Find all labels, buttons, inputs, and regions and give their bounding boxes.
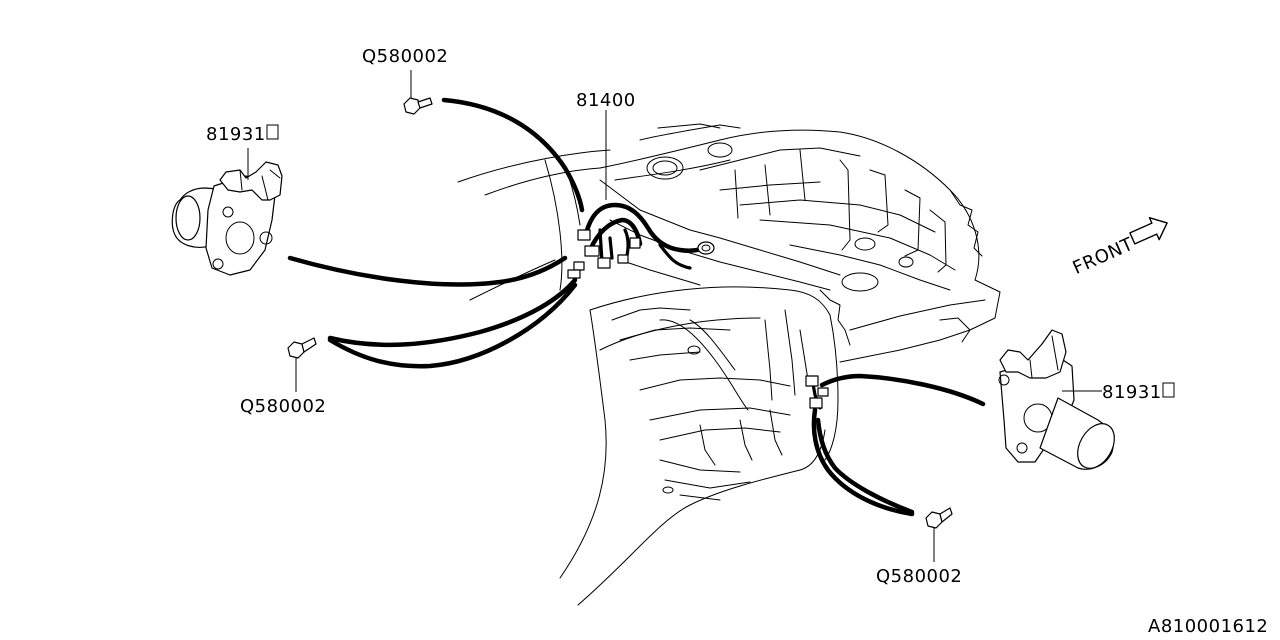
connection-lines — [287, 97, 986, 517]
figure-id: A810001612 — [1148, 616, 1268, 637]
callout-bolt-top: Q580002 — [362, 46, 448, 67]
callout-motor-right-box — [1162, 382, 1175, 398]
callout-motor-right: 81931 — [1102, 382, 1162, 403]
callout-motor-left-box — [266, 124, 279, 140]
vehicle-body-shell — [457, 123, 1001, 606]
callout-motor-left: 81931 — [206, 124, 266, 145]
front-arrow-icon — [1129, 216, 1168, 245]
wiring-harness — [567, 202, 829, 410]
bolt-top — [403, 70, 433, 115]
motor-right — [998, 329, 1115, 470]
front-direction-indicator: FRONT — [1070, 216, 1168, 279]
bolt-bottom — [925, 507, 953, 562]
motor-left — [171, 148, 283, 276]
callout-bolt-bottom: Q580002 — [876, 566, 962, 587]
front-label: FRONT — [1070, 234, 1137, 279]
bolt-left — [287, 337, 317, 392]
callout-harness: 81400 — [576, 90, 636, 111]
callout-bolt-left: Q580002 — [240, 396, 326, 417]
